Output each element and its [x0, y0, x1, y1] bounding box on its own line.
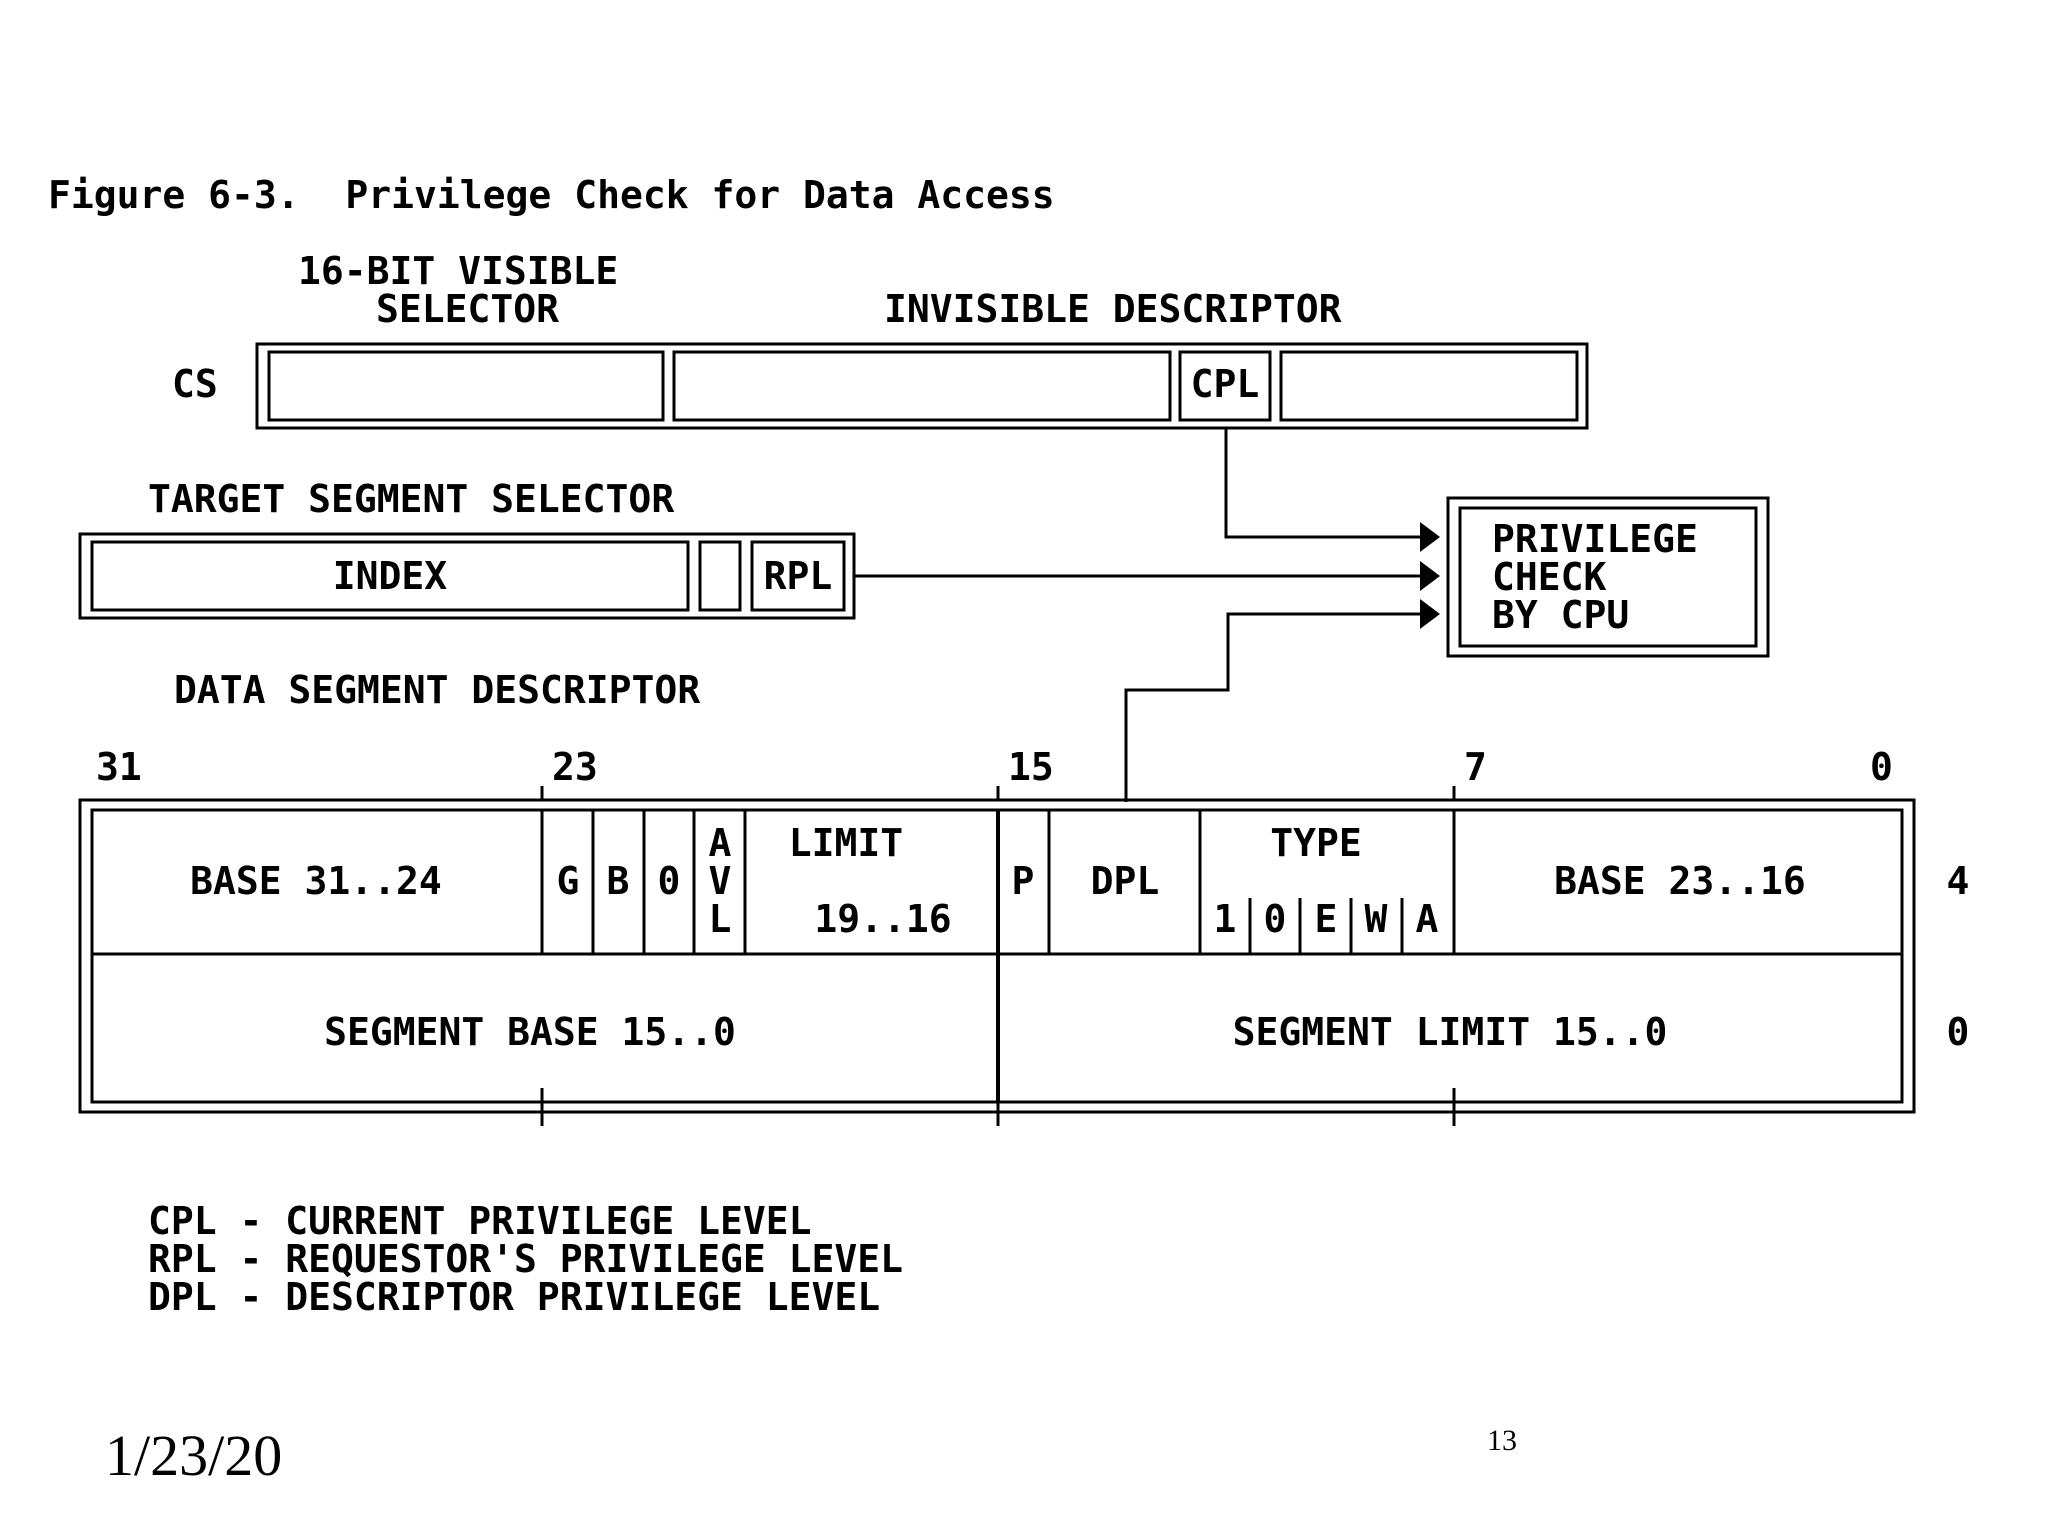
avl-v: V: [709, 859, 732, 903]
privilege-check-line2: CHECK: [1492, 555, 1607, 599]
type-bit-w: W: [1365, 897, 1388, 941]
dpl-field: DPL: [1091, 859, 1160, 903]
cpl-arrow: [1420, 522, 1440, 552]
segment-limit-field: SEGMENT LIMIT 15..0: [1233, 1010, 1668, 1054]
bit-31: 31: [96, 745, 142, 789]
cs-label: CS: [172, 362, 218, 406]
bit-15: 15: [1008, 745, 1054, 789]
dpl-arrow: [1420, 599, 1440, 629]
b-bit: B: [607, 859, 630, 903]
g-bit: G: [557, 859, 580, 903]
selector-label-line1: 16-BIT VISIBLE: [298, 249, 618, 293]
legend-dpl: DPL - DESCRIPTOR PRIVILEGE LEVEL: [148, 1275, 880, 1319]
avl-l: L: [709, 897, 732, 941]
type-bit-e: E: [1315, 897, 1338, 941]
type-label: TYPE: [1270, 821, 1362, 865]
base-23-16-field: BASE 23..16: [1554, 859, 1806, 903]
zero-bit: 0: [658, 859, 681, 903]
invisible-descriptor-label: INVISIBLE DESCRIPTOR: [884, 287, 1342, 331]
limit-range: 19..16: [814, 897, 951, 941]
avl-a: A: [709, 821, 732, 865]
figure-title: Figure 6-3. Privilege Check for Data Acc…: [48, 173, 1055, 217]
type-bit-a: A: [1416, 897, 1439, 941]
type-bit-1: 1: [1214, 897, 1237, 941]
legend-cpl: CPL - CURRENT PRIVILEGE LEVEL: [148, 1199, 811, 1243]
cpl-connector: [1224, 428, 1420, 539]
target-selector-label: TARGET SEGMENT SELECTOR: [148, 477, 674, 521]
privilege-check-line3: BY CPU: [1492, 593, 1629, 637]
cs-register: [255, 342, 1589, 430]
segment-base-field: SEGMENT BASE 15..0: [324, 1010, 736, 1054]
bit-0: 0: [1870, 745, 1893, 789]
slide-page-number: 13: [1487, 1424, 1517, 1457]
word-offset-0: 0: [1947, 1010, 1970, 1054]
target-selector-register: [78, 532, 856, 620]
bit-23: 23: [552, 745, 598, 789]
limit-label: LIMIT: [789, 821, 903, 865]
rpl-field: RPL: [764, 554, 833, 598]
index-field: INDEX: [333, 554, 448, 598]
base-31-24-field: BASE 31..24: [190, 859, 442, 903]
descriptor-frame: [78, 786, 1916, 1126]
p-bit: P: [1012, 859, 1035, 903]
dpl-connector: [1124, 612, 1420, 802]
privilege-check-box: [1446, 496, 1770, 658]
legend-rpl: RPL - REQUESTOR'S PRIVILEGE LEVEL: [148, 1237, 903, 1281]
cpl-field: CPL: [1191, 362, 1260, 406]
data-descriptor-label: DATA SEGMENT DESCRIPTOR: [174, 668, 700, 712]
selector-label-line2: SELECTOR: [376, 287, 559, 331]
word-offset-4: 4: [1947, 859, 1970, 903]
bit-7: 7: [1464, 745, 1487, 789]
type-bit-0: 0: [1264, 897, 1287, 941]
rpl-arrow: [1420, 561, 1440, 591]
privilege-check-line1: PRIVILEGE: [1492, 517, 1698, 561]
slide-date: 1/23/20: [105, 1423, 283, 1488]
